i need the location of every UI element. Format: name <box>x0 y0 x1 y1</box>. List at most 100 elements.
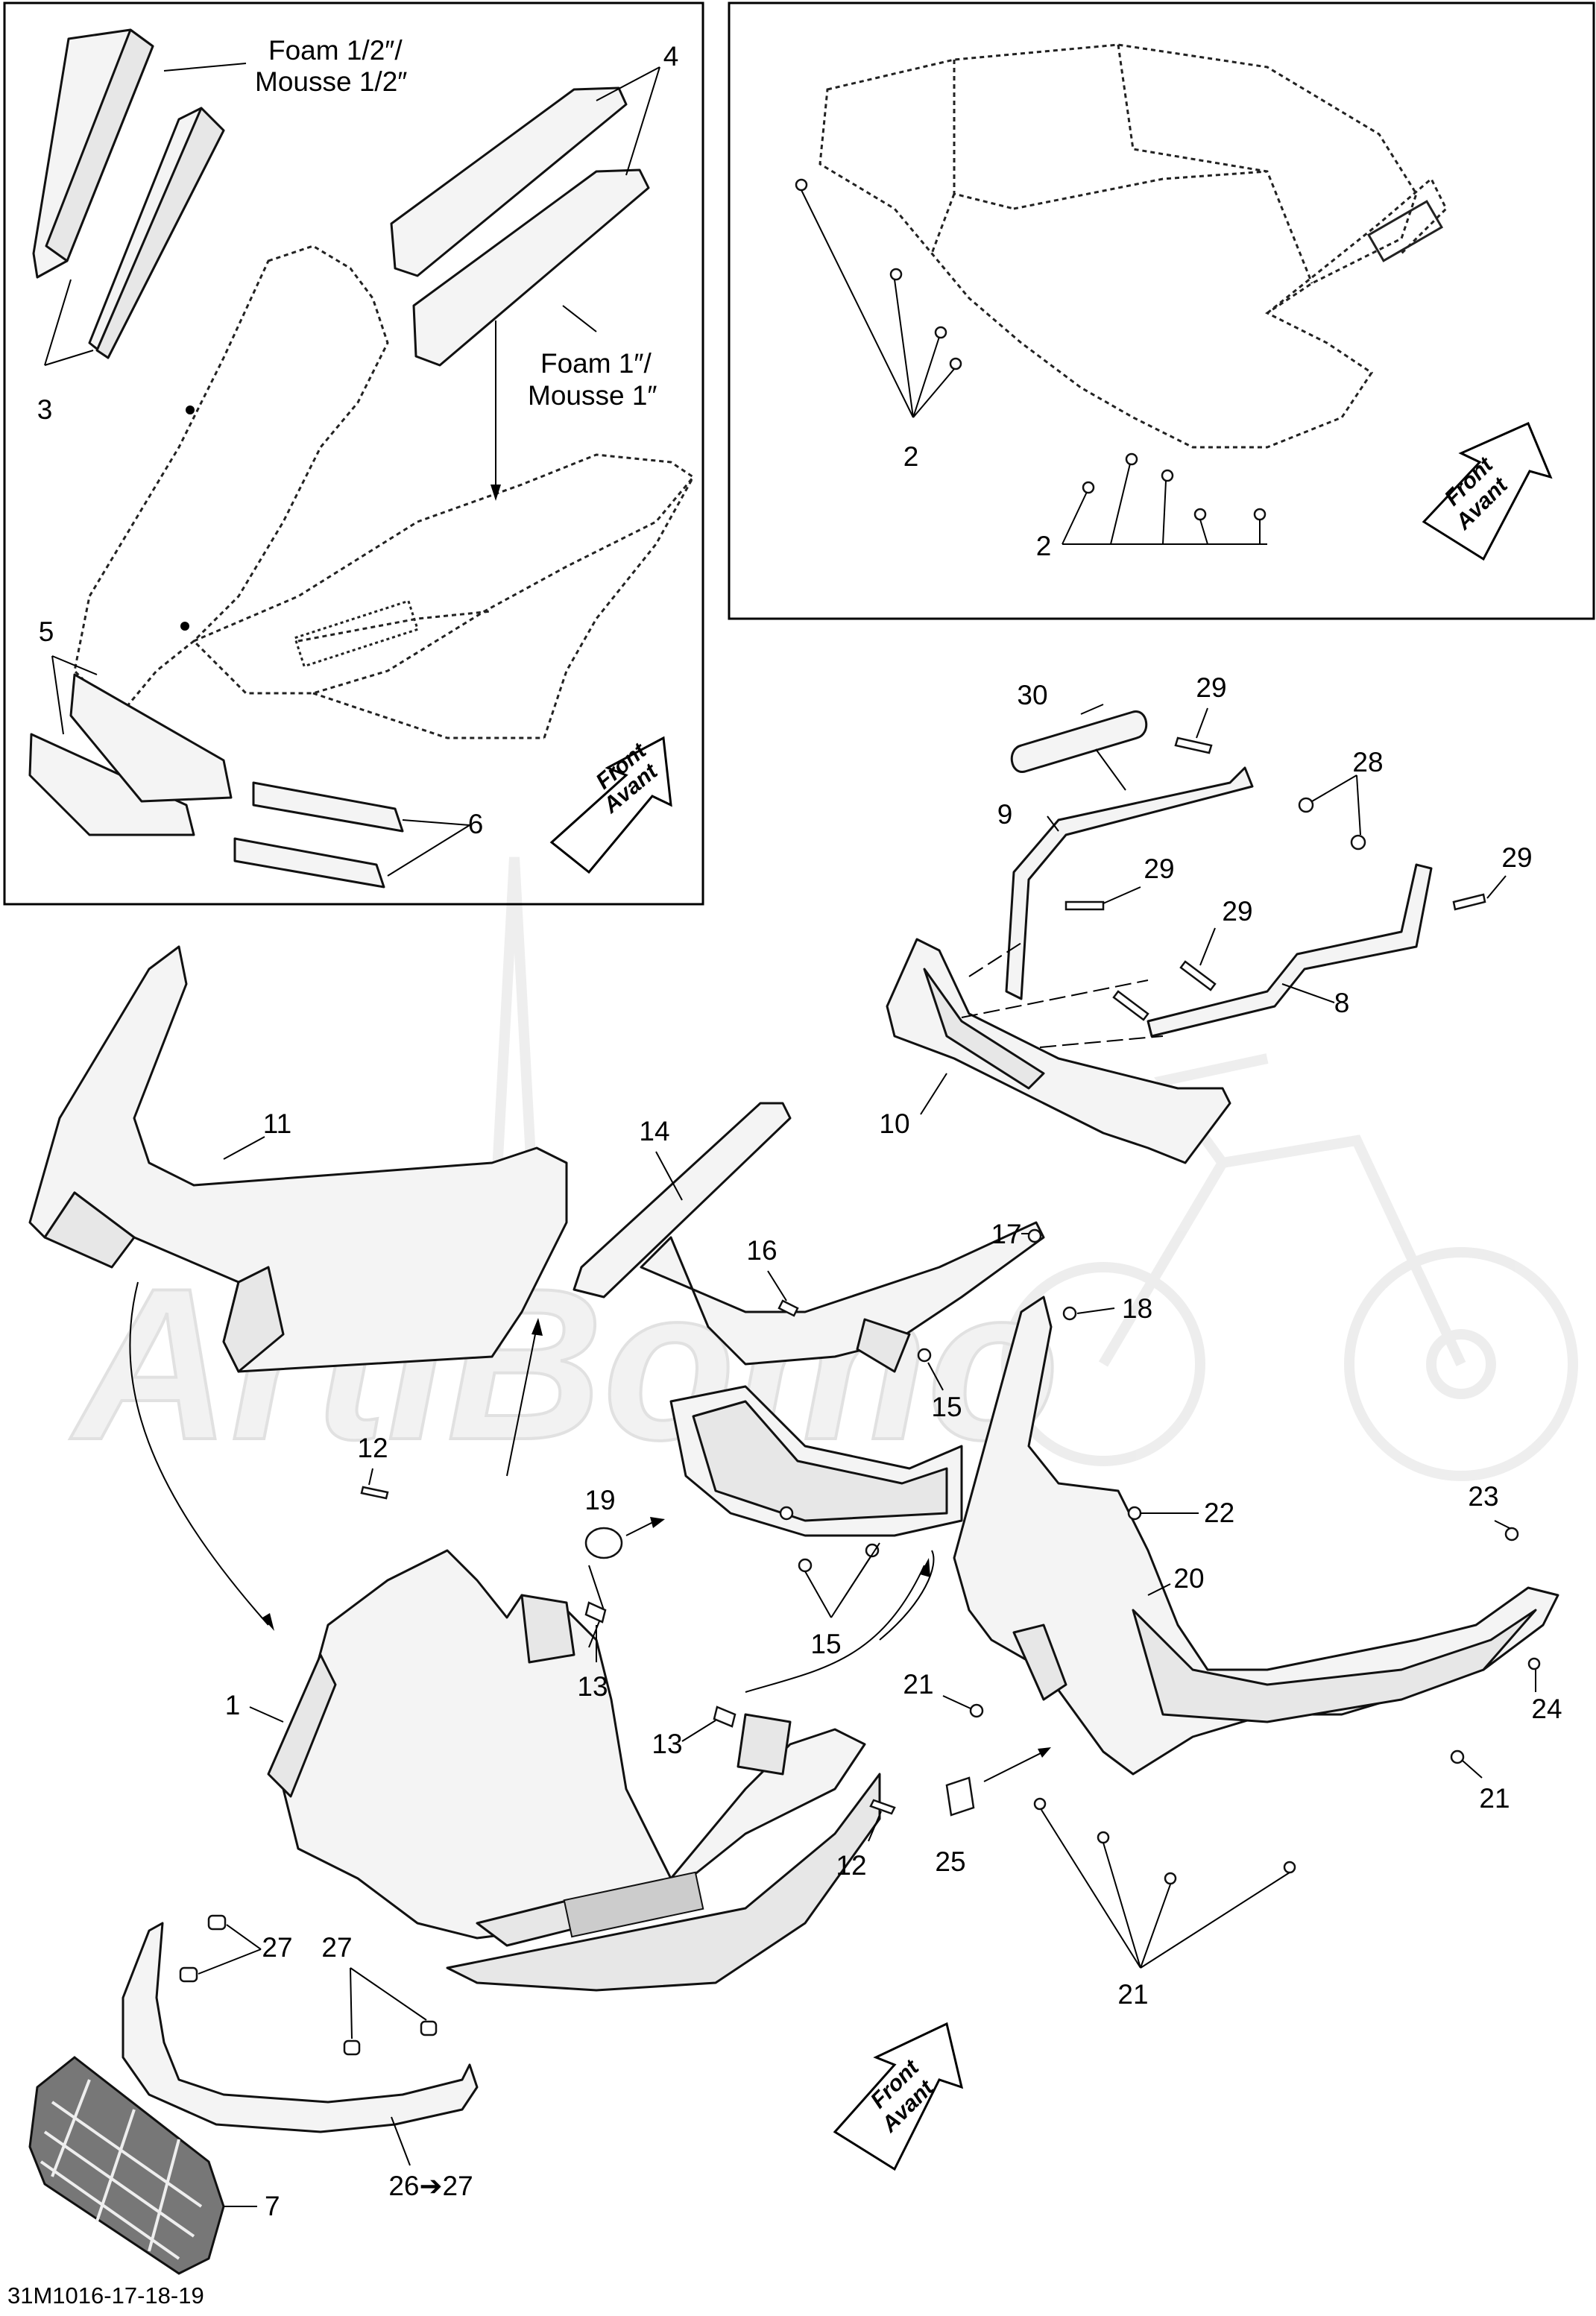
callout-27b: 27 <box>321 1932 352 1963</box>
callout-4: 4 <box>663 41 679 72</box>
inset-left-frame <box>3 1 704 906</box>
front-arrow-left-inset: Front Avant <box>549 736 672 874</box>
callout-15a: 15 <box>810 1629 841 1659</box>
arrow-14-link <box>506 1326 537 1477</box>
leader-18 <box>1076 1307 1115 1314</box>
part-1-front-fascia <box>282 1549 866 1940</box>
ghost-grille <box>297 610 493 643</box>
callout-25: 25 <box>935 1846 965 1877</box>
bolt-29-top <box>1174 736 1213 754</box>
bumper-hardware <box>1064 736 1486 1021</box>
callout-12a: 12 <box>357 1433 388 1463</box>
ghost-vent <box>1366 200 1444 262</box>
part-10-bracket-inner <box>923 968 1045 1090</box>
leader-16 <box>767 1270 787 1301</box>
callout-21b: 21 <box>1479 1783 1510 1814</box>
bolt-29-lower-a <box>1179 960 1217 991</box>
washer-24 <box>1527 1657 1541 1670</box>
leader-foam-half <box>163 63 247 72</box>
leader-28 <box>1311 774 1361 836</box>
foam-placement-dot-b <box>180 622 189 631</box>
callout-20: 20 <box>1173 1563 1204 1594</box>
leader-12a <box>368 1468 373 1486</box>
leader-23 <box>1494 1520 1510 1529</box>
screw-16 <box>778 1299 799 1317</box>
leader-21a <box>1462 1760 1483 1779</box>
leader-5 <box>51 655 98 735</box>
leader-20 <box>1147 1583 1171 1596</box>
screw-12-lower <box>869 1799 896 1815</box>
leader-1 <box>249 1706 284 1723</box>
foam-part-5-b <box>69 673 233 803</box>
callout-9: 9 <box>997 799 1013 830</box>
screw-12-upper <box>360 1486 389 1500</box>
leader-13b <box>681 1720 716 1742</box>
callout-19: 19 <box>584 1485 615 1515</box>
foam-half-piece-a-side <box>45 28 154 262</box>
screw-21-right <box>1450 1749 1465 1764</box>
ghost-fascia-right <box>543 476 695 739</box>
arrow-25 <box>983 1751 1044 1782</box>
part-10-bracket <box>886 938 1231 1164</box>
leader-14 <box>655 1151 683 1201</box>
part-1-vent-left <box>267 1653 337 1798</box>
callout-22: 22 <box>1204 1498 1234 1528</box>
leader-9 <box>1047 815 1059 832</box>
screw-22 <box>1127 1506 1142 1521</box>
part-1-grille-vent <box>563 1871 704 1938</box>
foam-placement-dot-a <box>186 406 195 414</box>
part-1-mount-right <box>737 1713 792 1776</box>
arrow-20-link <box>879 1550 935 1641</box>
leader-29d <box>1486 875 1507 899</box>
callout-29c: 29 <box>1222 896 1252 927</box>
callout-1: 1 <box>225 1690 241 1720</box>
ghost-fascia-bottom <box>312 692 544 739</box>
main-view: Front Avant 1 7 8 9 10 11 12 12 13 13 14… <box>7 672 1562 2309</box>
callout-13a: 13 <box>577 1671 608 1702</box>
screw-23 <box>1504 1527 1519 1542</box>
leader-6 <box>387 819 470 877</box>
leader-4 <box>596 66 660 176</box>
arrow-13-to-20 <box>745 1565 925 1693</box>
leader-27b <box>350 1967 427 2039</box>
bolt-29-lower-b <box>1112 990 1149 1021</box>
part-20-side-panel <box>953 1296 1559 1776</box>
part-7-grille-mesh <box>40 2079 203 2260</box>
leader-3 <box>44 279 94 366</box>
callout-10: 10 <box>879 1108 909 1139</box>
label-foam-one-l2: Mousse 1″ <box>528 380 657 411</box>
ghost-fascia-left <box>73 244 389 718</box>
leader-21b <box>942 1695 971 1709</box>
leader-11 <box>223 1136 265 1160</box>
label-foam-half-l2: Mousse 1/2″ <box>255 66 407 97</box>
callout-12b: 12 <box>836 1850 866 1881</box>
leader-2a <box>801 189 955 418</box>
callout-16: 16 <box>746 1235 777 1266</box>
foam-one-piece-a <box>390 86 628 277</box>
arrow-shape <box>833 2022 964 2171</box>
nut-13-lower <box>713 1706 737 1728</box>
leader-30 <box>1080 704 1126 791</box>
ghost-nose-assembly <box>818 43 1418 449</box>
callout-29a: 29 <box>1196 672 1226 703</box>
watermark-wheel-front <box>1344 1247 1578 1481</box>
callout-29d: 29 <box>1501 842 1532 873</box>
foam-one-piece-b <box>412 168 650 367</box>
callout-29b: 29 <box>1144 853 1174 884</box>
callout-5: 5 <box>39 616 54 647</box>
callout-14: 14 <box>639 1116 669 1146</box>
assembly-lines-bumper <box>961 942 1164 1048</box>
leader-10 <box>920 1073 947 1115</box>
arrow-shape <box>1422 422 1553 561</box>
leader-29c <box>1199 927 1216 966</box>
label-foam-half-l1: Foam 1/2″/ <box>268 35 403 66</box>
screw-17 <box>1027 1228 1042 1243</box>
part-26-trim <box>122 1922 479 2133</box>
callout-2b: 2 <box>1036 531 1052 561</box>
part-20-lower-edge <box>1132 1609 1537 1723</box>
part-11-lower-tab <box>222 1266 285 1373</box>
arrow-19-head <box>650 1517 665 1528</box>
ghost-vent-grille <box>293 599 420 668</box>
part-27-clips <box>179 1914 438 2056</box>
